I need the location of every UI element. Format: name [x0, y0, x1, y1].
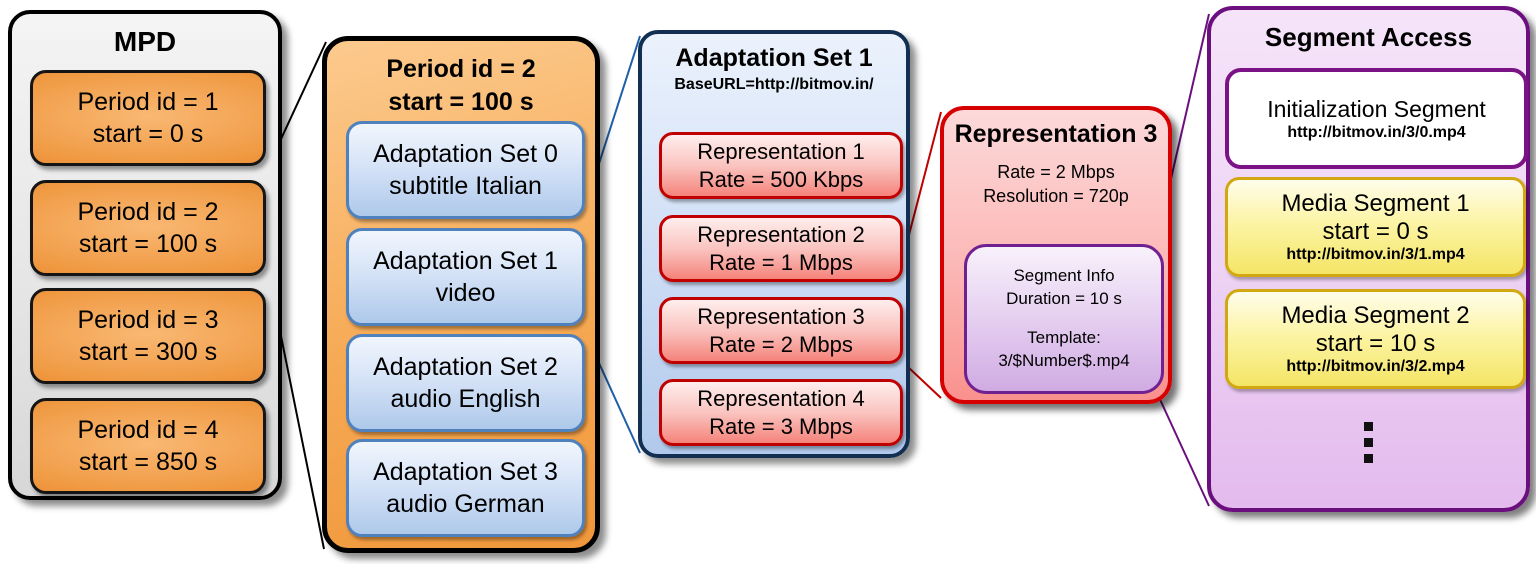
adaptation-set-3-name: Adaptation Set 3 [373, 458, 558, 486]
period-3-id: Period id = 3 [77, 306, 219, 334]
segment-info-template-label: Template: [1027, 328, 1101, 347]
representation-4-rate: Rate = 3 Mbps [709, 413, 853, 439]
adaptation-set-2-type: audio English [390, 385, 541, 413]
period-1-start: start = 0 s [92, 120, 204, 148]
media-segment-2-box: Media Segment 2 start = 10 s http://bitm… [1225, 289, 1526, 389]
representation-3-name: Representation 3 [697, 304, 865, 329]
initialization-segment-label: Initialization Segment [1267, 95, 1486, 122]
representation-3-rate-label: Rate = 2 Mbps [997, 162, 1115, 182]
media-segment-1-url: http://bitmov.in/3/1.mp4 [1286, 246, 1465, 264]
vertical-ellipsis-icon [1211, 422, 1526, 463]
representation-item-4: Representation 4 Rate = 3 Mbps [659, 379, 903, 446]
period-2-start: start = 100 s [78, 230, 218, 258]
representation-4-name: Representation 4 [697, 386, 865, 411]
adaptation-set-item-3: Adaptation Set 3 audio German [346, 439, 585, 537]
initialization-segment-box: Initialization Segment http://bitmov.in/… [1225, 68, 1528, 169]
period-2-box-title: Period id = 2 start = 100 s [327, 53, 595, 118]
adaptation-set-3-type: audio German [386, 490, 545, 518]
period-2-title-id: Period id = 2 [386, 55, 536, 83]
period-item-2: Period id = 2 start = 100 s [30, 180, 266, 276]
representation-item-2: Representation 2 Rate = 1 Mbps [659, 215, 903, 282]
adaptation-set-0-name: Adaptation Set 0 [373, 140, 558, 168]
representation-2-name: Representation 2 [697, 222, 865, 247]
representation-1-name: Representation 1 [697, 139, 865, 164]
adaptation-set-1-title: Adaptation Set 1 [675, 44, 873, 72]
base-url-label: BaseURL=http://bitmov.in/ [674, 76, 874, 93]
media-segment-1-label: Media Segment 1 [1281, 189, 1470, 217]
representation-3-resolution-label: Resolution = 720p [983, 186, 1129, 206]
adaptation-set-1-type: video [435, 279, 496, 307]
media-segment-2-url: http://bitmov.in/3/2.mp4 [1286, 358, 1465, 376]
period-2-box: Period id = 2 start = 100 s Adaptation S… [322, 36, 600, 553]
representation-item-3: Representation 3 Rate = 2 Mbps [659, 297, 903, 364]
segment-info-template-value: 3/$Number$.mp4 [998, 350, 1130, 370]
representation-3-box: Representation 3 Rate = 2 Mbps Resolutio… [940, 106, 1172, 404]
period-item-1: Period id = 1 start = 0 s [30, 70, 266, 166]
period-item-3: Period id = 3 start = 300 s [30, 288, 266, 384]
segment-access-box: Segment Access Initialization Segment ht… [1207, 6, 1530, 512]
representation-item-1: Representation 1 Rate = 500 Kbps [659, 132, 903, 199]
period-2-title-start: start = 100 s [388, 87, 534, 116]
media-segment-1-box: Media Segment 1 start = 0 s http://bitmo… [1225, 177, 1526, 277]
adaptation-set-0-type: subtitle Italian [389, 172, 542, 200]
representation-2-rate: Rate = 1 Mbps [709, 249, 853, 275]
period-4-start: start = 850 s [78, 448, 218, 476]
period-3-start: start = 300 s [78, 338, 218, 366]
segment-info-duration: Duration = 10 s [1006, 289, 1122, 309]
media-segment-1-start: start = 0 s [1322, 217, 1429, 245]
period-4-id: Period id = 4 [77, 416, 219, 444]
adaptation-set-item-1: Adaptation Set 1 video [346, 228, 585, 326]
adaptation-set-item-2: Adaptation Set 2 audio English [346, 334, 585, 432]
initialization-segment-url: http://bitmov.in/3/0.mp4 [1287, 123, 1466, 141]
mpd-box: MPD Period id = 1 start = 0 s Period id … [8, 10, 282, 500]
period-2-id: Period id = 2 [77, 198, 219, 226]
representation-3-rate: Rate = 2 Mbps [709, 331, 853, 357]
period-item-4: Period id = 4 start = 850 s [30, 398, 266, 494]
adaptation-set-item-0: Adaptation Set 0 subtitle Italian [346, 121, 585, 219]
mpd-title: MPD [113, 26, 177, 57]
media-segment-2-label: Media Segment 2 [1281, 301, 1470, 329]
representation-3-title: Representation 3 [954, 120, 1158, 148]
adaptation-set-1-name: Adaptation Set 1 [373, 247, 558, 275]
adaptation-set-1-box: Adaptation Set 1 BaseURL=http://bitmov.i… [638, 30, 910, 458]
connector-segmentinfo-bottom [1151, 381, 1210, 507]
segment-access-title: Segment Access [1264, 22, 1473, 52]
representation-1-rate: Rate = 500 Kbps [698, 166, 864, 192]
period-1-id: Period id = 1 [77, 88, 219, 116]
segment-info-title: Segment Info [1013, 266, 1115, 286]
segment-info-box: Segment Info Duration = 10 s Template: 3… [964, 244, 1164, 394]
adaptation-set-2-name: Adaptation Set 2 [373, 353, 558, 381]
media-segment-2-start: start = 10 s [1315, 329, 1436, 357]
